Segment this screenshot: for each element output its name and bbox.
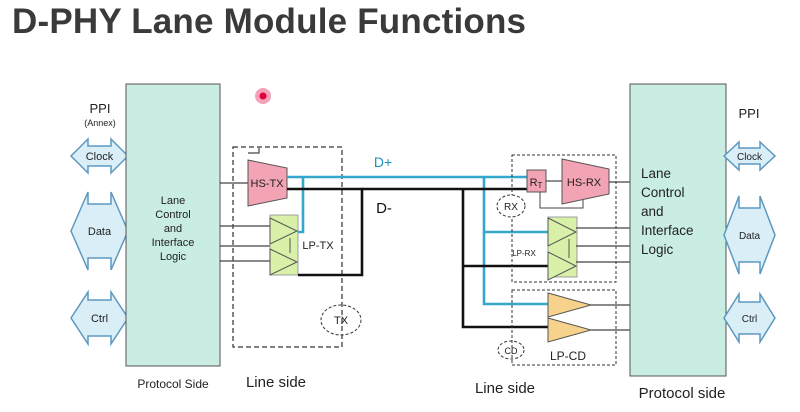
tx-badge: TX (320, 304, 362, 336)
right-box-line-4: Interface (641, 223, 694, 238)
right-box-line-5: Logic (641, 242, 674, 257)
left-box-line-2: Control (155, 209, 190, 221)
left-data-arrow: Data (70, 191, 129, 271)
right-ctrl-label: Ctrl (742, 314, 758, 325)
cd-badge: CD (497, 340, 525, 360)
right-ctrl-arrow: Ctrl (723, 291, 776, 345)
left-box-line-3: and (164, 223, 182, 235)
lp-rx-block: LP-RX (512, 216, 578, 281)
right-protocol-box (629, 83, 727, 377)
left-data-label: Data (88, 226, 112, 238)
rx-boundary (511, 154, 617, 283)
right-line-side-label: Line side (475, 380, 535, 397)
lpcd-out-wires (591, 304, 630, 331)
left-line-side-label: Line side (246, 374, 306, 391)
rt-block: RT (526, 169, 547, 193)
left-box-line-4: Interface (152, 237, 195, 249)
cd-badge-label: CD (505, 346, 518, 356)
left-annex-label: (Annex) (84, 118, 116, 128)
rt-subscript: T (538, 181, 543, 190)
left-box-text: Lane Control and Interface Logic (152, 195, 195, 263)
right-clock-arrow: Clock (722, 140, 777, 172)
right-box-line-3: and (641, 204, 664, 219)
hs-rx-label: HS-RX (567, 177, 602, 189)
left-box-line-1: Lane (161, 195, 185, 207)
rx-badge: RX (496, 194, 526, 218)
rx-badge-label: RX (504, 202, 518, 213)
right-data-label: Data (739, 231, 761, 242)
left-clock-arrow: Clock (69, 137, 130, 175)
lp-cd-block: LP-CD (547, 292, 593, 363)
lp-cd-label: LP-CD (550, 349, 586, 363)
dminus-line (287, 187, 548, 329)
left-ctrl-label: Ctrl (91, 313, 108, 325)
left-box-line-5: Logic (160, 251, 187, 263)
tx-badge-label: TX (334, 315, 349, 327)
right-data-arrow: Data (723, 195, 776, 275)
hs-tx-block: HS-TX (247, 159, 288, 207)
dminus-label: D- (376, 200, 392, 217)
lpcd-boundary (511, 289, 617, 366)
lp-tx-block: LP-TX (269, 214, 334, 276)
lp-tx-label: LP-TX (302, 240, 334, 252)
right-ppi-label: PPI (739, 106, 760, 121)
right-clock-label: Clock (737, 152, 763, 163)
tx-boundary (232, 146, 343, 348)
slide-title: D-PHY Lane Module Functions (12, 2, 527, 41)
right-protocol-label: Protocol side (639, 385, 726, 402)
right-box-line-1: Lane (641, 166, 671, 181)
hsrx-control-wire (539, 192, 584, 209)
dplus-label: D+ (374, 154, 392, 170)
rt-label: RT (530, 177, 543, 190)
rt-letter: R (530, 177, 538, 189)
left-protocol-box (125, 83, 221, 367)
right-box-line-2: Control (641, 185, 685, 200)
left-clock-label: Clock (86, 151, 114, 163)
laser-pointer-icon (255, 88, 271, 104)
left-ppi-label: PPI (90, 101, 111, 116)
dplus-line (287, 175, 548, 306)
left-ctrl-arrow: Ctrl (70, 289, 129, 347)
left-protocol-label: Protocol Side (137, 377, 209, 391)
lprx-out-wires (576, 227, 630, 263)
lp-rx-label: LP-RX (512, 249, 536, 258)
hs-rx-block: HS-RX (561, 158, 610, 205)
hs-tx-label: HS-TX (251, 178, 285, 190)
right-box-text: Lane Control and Interface Logic (641, 166, 694, 257)
tx-input-wires (220, 148, 270, 262)
